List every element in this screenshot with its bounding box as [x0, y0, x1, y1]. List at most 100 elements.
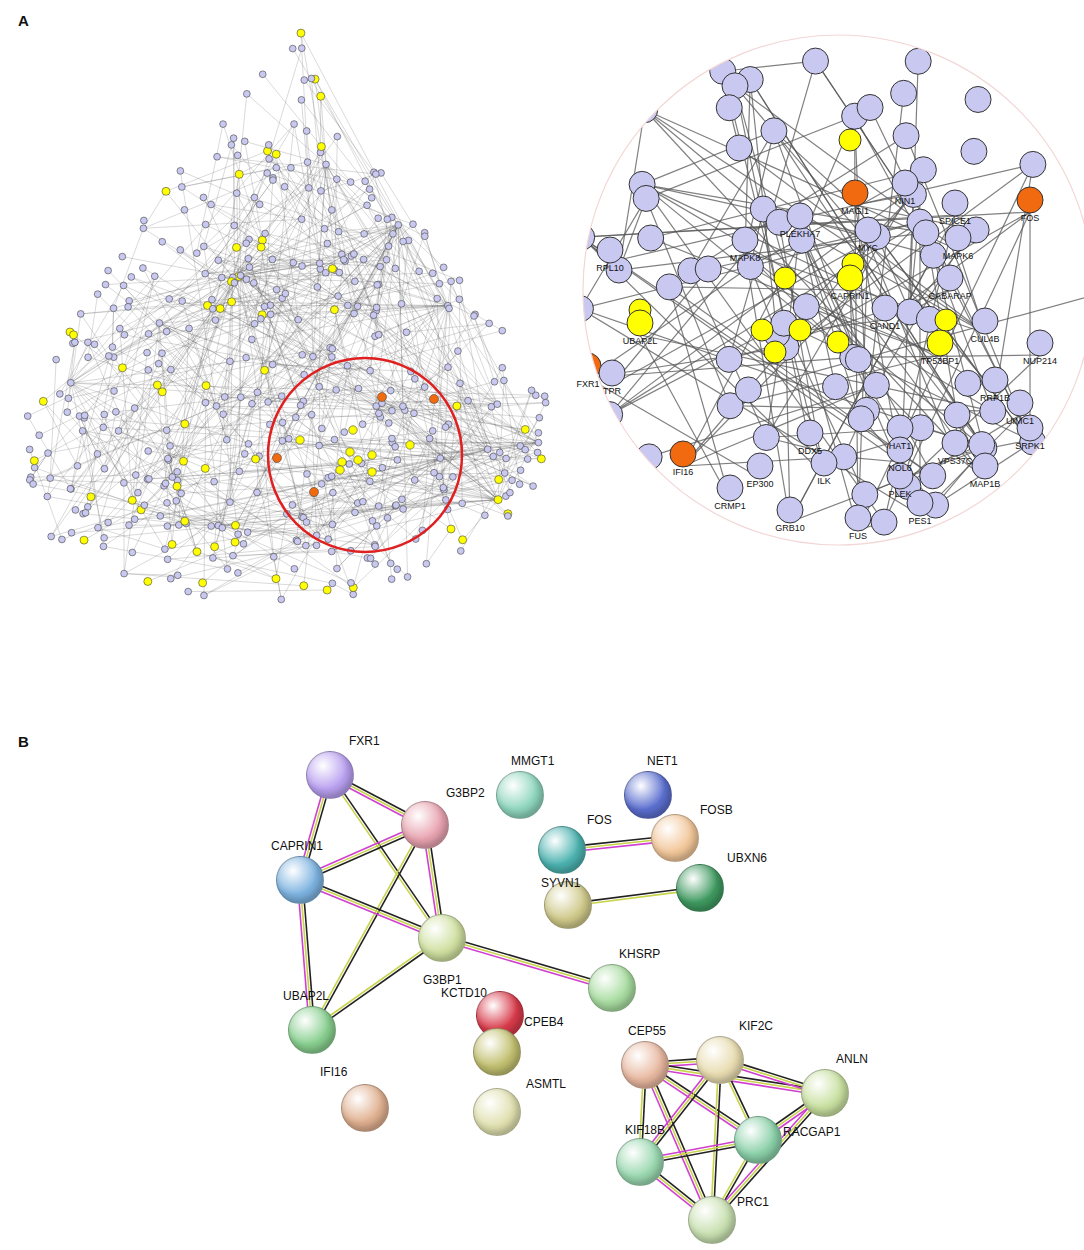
protein-name: MMGT1	[511, 754, 554, 768]
interaction-edge	[712, 1082, 720, 1198]
protein-node: UBAP2L	[288, 1006, 336, 1054]
protein-node: FOS	[538, 826, 586, 874]
gene-label: PLEKHA7	[780, 229, 821, 239]
protein-name: CEP55	[628, 1024, 666, 1038]
protein-name: KCTD10	[441, 986, 487, 1000]
zoom-network	[567, 48, 1084, 537]
gene-label: TP53BP1	[921, 356, 960, 366]
protein-node: PRC1	[688, 1196, 736, 1244]
interaction-edge	[321, 844, 415, 1012]
protein-name: ASMTL	[526, 1077, 566, 1091]
gene-label: TPR	[603, 386, 621, 396]
protein-node: CPEB4	[473, 1028, 521, 1076]
interaction-edge	[590, 890, 679, 904]
protein-node: KIF18B	[616, 1138, 664, 1186]
interaction-edge	[426, 846, 442, 916]
protein-name: FXR1	[349, 734, 380, 748]
protein-name: KHSRP	[619, 947, 660, 961]
protein-node: CEP55	[621, 1041, 669, 1089]
gene-label: CAPRIN1	[830, 291, 869, 301]
protein-node: ANLN	[801, 1069, 849, 1117]
protein-name: KIF2C	[739, 1019, 773, 1033]
protein-name: PRC1	[737, 1195, 769, 1209]
protein-node: KIF2C	[696, 1036, 744, 1084]
gene-label: MAP1B	[970, 479, 1001, 489]
gene-label: NOL6	[888, 463, 912, 473]
gene-label: NUP214	[1023, 356, 1057, 366]
gene-label: DDX5	[798, 446, 822, 456]
protein-node: MMGT1	[496, 771, 544, 819]
gene-label: FOS	[1021, 213, 1040, 223]
zoom-ring	[268, 358, 462, 552]
gene-label: FXR1	[576, 379, 599, 389]
protein-name: UBXN6	[727, 851, 767, 865]
gene-label: UIMC1	[1006, 416, 1034, 426]
gene-label: RPL10	[596, 263, 624, 273]
interaction-edge	[728, 1079, 749, 1120]
zoom-border	[583, 35, 1084, 545]
network-edges	[28, 33, 546, 599]
protein-node: KHSRP	[588, 964, 636, 1012]
protein-node: G3BP1	[418, 914, 466, 962]
gene-label: IFI16	[673, 467, 694, 477]
protein-node: CAPRIN1	[276, 856, 324, 904]
network-nodes	[24, 29, 549, 603]
gene-label: MAPK6	[943, 251, 974, 261]
protein-node: FXR1	[306, 751, 354, 799]
protein-name: KIF18B	[625, 1123, 665, 1137]
gene-label: MAPK8	[730, 253, 761, 263]
gene-label: HAT1	[889, 441, 911, 451]
protein-node: NET1	[624, 771, 672, 819]
gene-label: VPS37C	[938, 456, 973, 466]
gene-label: UBAP2L	[623, 336, 658, 346]
protein-name: G3BP2	[446, 786, 485, 800]
interaction-edge	[656, 1174, 697, 1208]
interaction-edge	[661, 1141, 737, 1160]
gene-label: CUL4B	[970, 334, 999, 344]
protein-name: CPEB4	[524, 1015, 563, 1029]
gene-label: NIN1	[895, 196, 916, 206]
protein-name: ANLN	[836, 1052, 868, 1066]
protein-node: ASMTL	[473, 1088, 521, 1136]
protein-name: G3BP1	[423, 973, 462, 987]
protein-name: CAPRIN1	[271, 839, 323, 853]
gene-label: ILK	[817, 476, 831, 486]
gene-label: GRB10	[775, 523, 805, 533]
interaction-edge	[319, 831, 406, 873]
interaction-edge	[584, 838, 654, 851]
interaction-edge	[725, 1108, 813, 1206]
protein-name: NET1	[647, 754, 678, 768]
protein-node: IFI16	[341, 1084, 389, 1132]
gene-label: PES1	[908, 516, 931, 526]
gene-label: RRP1B	[980, 393, 1010, 403]
protein-node: SYVN1	[544, 881, 592, 929]
gene-label: FUS	[849, 531, 867, 541]
gene-label: GABARAP	[928, 291, 972, 301]
interaction-edge	[319, 886, 422, 932]
protein-name: FOSB	[700, 803, 733, 817]
panel-letter: B	[18, 733, 29, 750]
panel-letter: A	[18, 12, 29, 29]
interaction-edge	[462, 942, 591, 985]
protein-name: RACGAP1	[783, 1125, 840, 1139]
gene-label: SRPK1	[1015, 441, 1045, 451]
protein-name: SYVN1	[541, 876, 580, 890]
protein-node: FOSB	[651, 814, 699, 862]
gene-label: EP300	[746, 479, 773, 489]
interaction-edge	[740, 1064, 805, 1089]
interaction-edge	[329, 950, 425, 1019]
protein-name: UBAP2L	[283, 989, 329, 1003]
gene-label: MAGI1	[841, 206, 869, 216]
protein-name: IFI16	[320, 1065, 347, 1079]
protein-node: G3BP2	[401, 801, 449, 849]
protein-node: UBXN6	[676, 864, 724, 912]
gene-label: CAND1	[870, 321, 901, 331]
gene-label: CRMP1	[714, 501, 746, 511]
gene-label: PLEK	[888, 489, 911, 499]
gene-label: SPICE1	[939, 216, 971, 226]
interaction-edge	[667, 1059, 698, 1066]
protein-node: RACGAP1	[734, 1116, 782, 1164]
gene-label: MYC	[858, 243, 878, 253]
